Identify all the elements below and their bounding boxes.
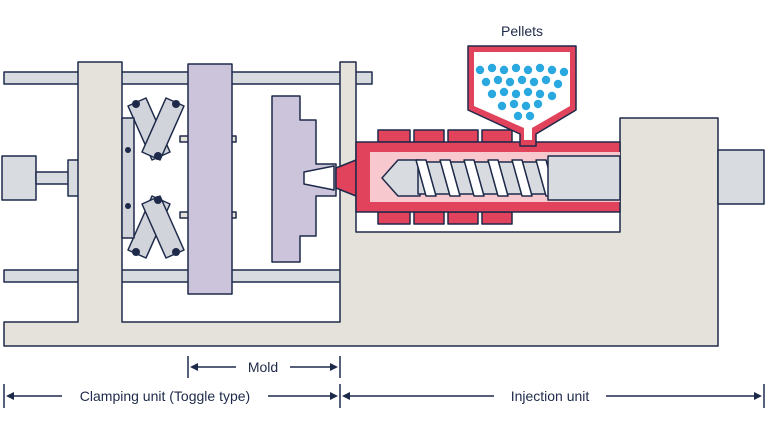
hopper-inner — [474, 52, 570, 140]
screw-drive-shaft — [547, 155, 621, 201]
clamp-arrow-right — [330, 392, 338, 400]
pellets — [475, 63, 569, 121]
heater-bands-top — [377, 129, 513, 143]
injection-arrow-left — [342, 392, 350, 400]
pellets-label: Pellets — [501, 23, 543, 39]
mold-arrow-right — [330, 363, 338, 371]
clamping-unit-label: Clamping unit (Toggle type) — [80, 388, 250, 404]
moving-platen — [187, 63, 233, 295]
toggle-mechanism — [121, 97, 185, 259]
heater-bands-bottom — [377, 211, 513, 225]
mold-arrow-left — [190, 363, 198, 371]
machine-base — [3, 61, 719, 347]
injection-arrow-right — [754, 392, 762, 400]
drive-motor — [717, 149, 765, 205]
toggle-pins — [125, 100, 180, 256]
mold-cavity — [303, 165, 335, 191]
clamp-arrow-left — [6, 392, 14, 400]
nozzle — [335, 159, 357, 197]
clamp-cylinder — [1, 155, 37, 201]
injection-unit-label: Injection unit — [511, 388, 590, 404]
mold-label: Mold — [248, 359, 278, 375]
